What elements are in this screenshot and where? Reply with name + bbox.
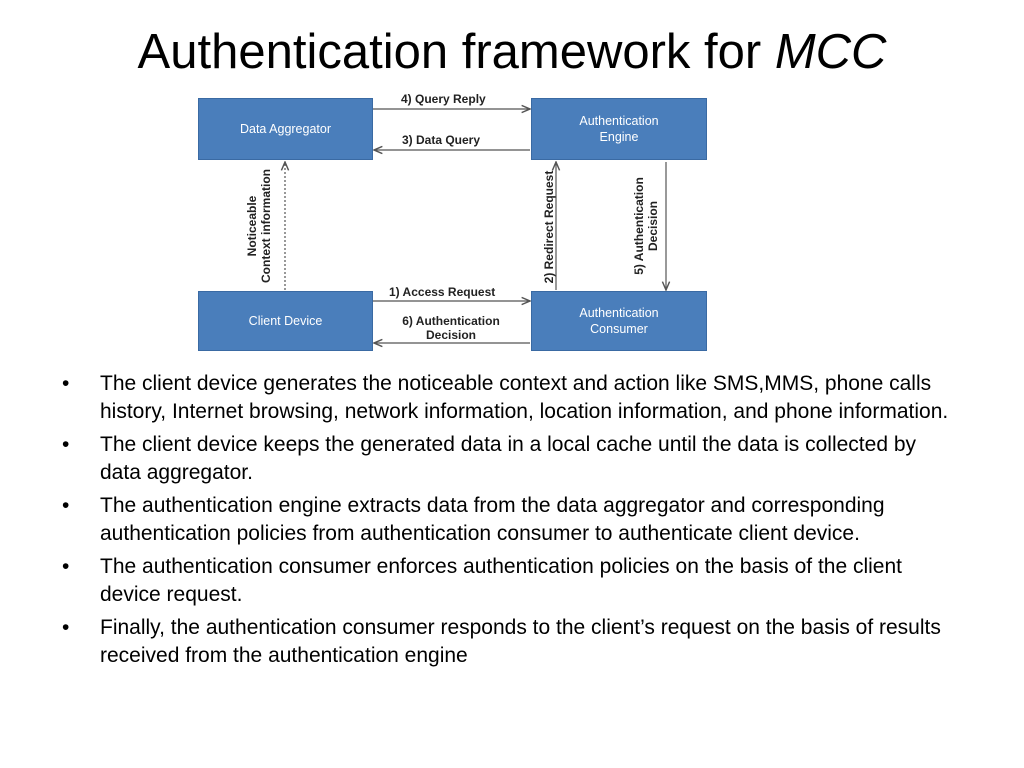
label-context-line2: Context information <box>259 169 273 283</box>
bullet-dot: • <box>62 494 70 517</box>
node-client-device-label: Client Device <box>248 314 323 328</box>
diagram-arrows <box>190 90 720 360</box>
node-authentication-consumer: Authentication Consumer <box>531 291 707 351</box>
label-auth-decision-5-line1: 5) Authentication <box>632 177 646 275</box>
node-auth-consumer-line1: Authentication <box>579 306 659 320</box>
auth-framework-diagram: Data Aggregator Authentication Engine Cl… <box>190 90 720 360</box>
bullet-text: The client device generates the noticeab… <box>100 372 949 423</box>
list-item: • Finally, the authentication consumer re… <box>62 614 962 669</box>
node-auth-engine-line1: Authentication <box>579 114 659 128</box>
bullet-text: The client device keeps the generated da… <box>100 433 917 484</box>
bullet-text: The authentication engine extracts data … <box>100 494 885 545</box>
label-context-line1: Noticeable <box>245 195 259 257</box>
list-item: • The authentication consumer enforces au… <box>62 553 962 608</box>
label-auth-decision-5: 5) Authentication Decision <box>632 161 660 291</box>
bullet-list: • The client device generates the noticea… <box>62 370 962 675</box>
title-emphasis: MCC <box>774 25 887 79</box>
slide-title: Authentication framework for MCC <box>0 22 1024 82</box>
bullet-dot: • <box>62 616 70 639</box>
label-query-reply: 4) Query Reply <box>401 92 486 106</box>
label-redirect-request: 2) Redirect Request <box>542 170 556 284</box>
label-data-query: 3) Data Query <box>402 133 481 147</box>
label-context-information: Noticeable Context information <box>245 161 273 291</box>
bullet-dot: • <box>62 555 70 578</box>
label-auth-decision-6-line2: Decision <box>425 328 476 342</box>
list-item: • The client device generates the noticea… <box>62 370 962 425</box>
node-data-aggregator: Data Aggregator <box>198 98 373 160</box>
bullet-text: Finally, the authentication consumer res… <box>100 616 941 667</box>
bullet-text: The authentication consumer enforces aut… <box>100 555 902 606</box>
node-data-aggregator-label: Data Aggregator <box>239 122 332 136</box>
node-auth-consumer-line2: Consumer <box>590 322 648 336</box>
title-main: Authentication framework for <box>137 25 775 79</box>
node-auth-engine-line2: Engine <box>599 130 639 144</box>
list-item: • The authentication engine extracts data… <box>62 492 962 547</box>
list-item: • The client device keeps the generated d… <box>62 431 962 486</box>
bullet-dot: • <box>62 372 70 395</box>
label-auth-decision-6-line1: 6) Authentication <box>402 314 500 328</box>
node-client-device: Client Device <box>198 291 373 351</box>
label-access-request: 1) Access Request <box>389 285 496 299</box>
node-authentication-engine: Authentication Engine <box>531 98 707 160</box>
label-auth-decision-6: 6) Authentication Decision <box>386 314 516 342</box>
label-auth-decision-5-line2: Decision <box>646 201 660 252</box>
bullet-dot: • <box>62 433 70 456</box>
